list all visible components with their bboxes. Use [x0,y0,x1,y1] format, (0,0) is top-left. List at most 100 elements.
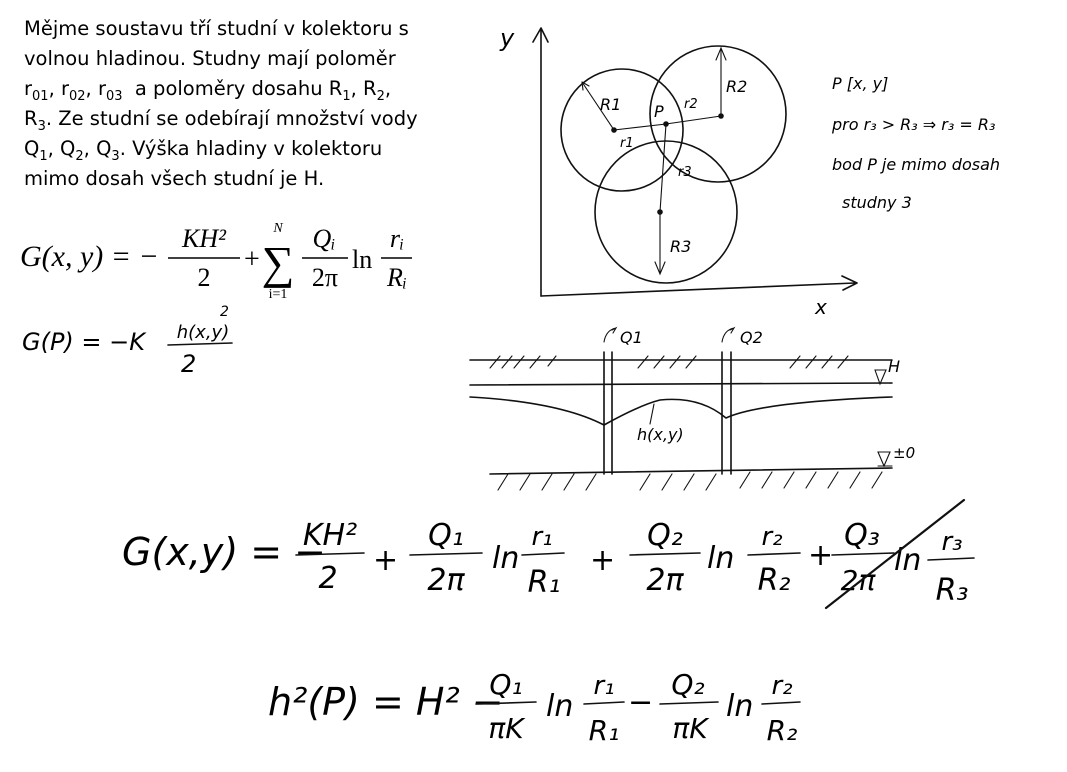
formula-gp-denominator: 2 [181,350,196,378]
fraction-denominator: R₃ [936,573,969,608]
well-3-radius-circle [594,140,738,284]
fraction-bar [583,701,625,705]
label-r1: r1 [620,136,634,151]
y-axis-label: y [499,24,515,52]
formula-gp-numerator: h(x,y) [177,322,229,343]
fraction-numerator: Q₂ [647,518,683,553]
problem-line: volnou hladinou. Studny mají poloměr [24,47,396,70]
x-axis [540,275,858,297]
fraction-denominator: R₁ [528,565,561,600]
fraction-numerator: Q₂ [671,668,704,701]
h-pointer [649,403,655,425]
problem-line: mimo dosah všech studní je H. [24,167,325,190]
label-R1: R1 [600,95,621,114]
fraction-bar [831,552,895,556]
fraction-denominator: πK [672,712,710,745]
fraction-numerator: rᵢ [390,224,404,253]
well-1-shaft [603,351,613,475]
well-2-outflow-arrow [721,326,736,343]
fraction-numerator: Q₁ [489,668,522,701]
fraction-numerator: KH² [181,224,227,253]
radius-R3-arrow [654,211,666,276]
ln-operator: ln [707,541,734,576]
x-axis-label: x [814,295,827,319]
fraction-numerator: Q₁ [428,518,464,553]
fraction-bar [761,701,801,705]
fraction-denominator: R₁ [589,714,620,747]
fraction-numerator: r₃ [941,527,962,557]
problem-line: r01, r02, r03 a poloměry dosahu R1, R2, [24,77,392,104]
aquifer-base-line [489,467,893,475]
ground-hatch [489,355,849,369]
label-r3: r3 [678,165,692,180]
strike-through-line [824,498,966,610]
fraction-denominator: 2 [198,263,211,292]
label-h: h(x,y) [637,425,684,444]
fraction-denominator: 2π [312,263,338,292]
fraction-bar [659,701,719,705]
level-marker-zero [877,451,893,468]
fraction-denominator: 2π [646,563,684,598]
sum-symbol: ∑ [262,237,295,288]
plus-sign: + [373,543,398,578]
ln-operator: ln [352,245,372,274]
label-R3: R3 [670,237,691,256]
well-1-radius-circle [560,68,684,192]
notes: P [x, y] pro r₃ > R₃ ⇒ r₃ = R₃ bod P je … [831,74,1000,212]
label-Q2: Q2 [740,328,763,347]
formula-gp-lhs: G(P) = −K [22,328,147,356]
fraction-numerator: Qᵢ [313,224,336,253]
label-H: H [888,357,900,376]
water-table-line [469,382,893,386]
well-1-outflow-arrow [603,326,618,343]
label-Q1: Q1 [620,328,643,347]
fraction-bar [747,552,801,556]
fraction-numerator: KH² [303,518,357,553]
cross-section: Q1 Q2 H ±0 h(x,y) [469,326,915,491]
ln-operator: ln [492,541,519,576]
depression-curve [469,396,893,426]
note-line: P [x, y] [832,74,888,93]
fraction-bar [167,342,233,346]
plus-sign: + [808,538,833,573]
base-hatch [497,471,883,491]
y-axis [532,27,549,297]
sum-lower: i=1 [269,287,288,302]
fraction-bar [295,552,365,556]
well-2-radius-circle [649,45,787,183]
fraction-denominator: 2 [318,561,337,596]
formula-h: h²(P) = H² − Q₁ πK ln r₁ R₁ − Q₂ πK ln r… [268,668,801,747]
fraction-numerator: r₁ [531,522,552,552]
fraction-bar [629,552,701,556]
label-R2: R2 [726,77,747,96]
fraction-numerator: Q₃ [844,518,880,553]
formula-gp-exponent: 2 [220,304,229,320]
fraction-bar [475,701,537,705]
fraction-numerator: r₂ [761,522,782,552]
distance-r1 [613,123,667,131]
fraction-bar [927,557,975,561]
problem-statement: Mějme soustavu tří studní v kolektoru s … [24,14,494,194]
problem-line: Mějme soustavu tří studní v kolektoru s [24,17,409,40]
formula-gp: G(P) = −K 2 h(x,y) 2 [22,304,233,378]
sum-upper: N [272,221,283,236]
note-line: studny 3 [842,193,912,212]
formula-lhs: G(x, y) = − [20,240,159,273]
fraction-denominator: R₂ [758,563,791,598]
fraction-denominator: R₂ [767,714,798,747]
fraction-denominator: Rᵢ [386,263,407,292]
plus-sign: + [244,244,260,275]
radius-R1-arrow [581,81,615,131]
radius-R2-arrow [715,46,727,117]
formula-expanded: G(x,y) = − KH² 2 + Q₁ 2π ln r₁ R₁ + Q₂ 2… [122,498,975,610]
label-P: P [654,102,664,121]
formula-general: G(x, y) = − KH² 2 + N ∑ i=1 Qᵢ 2π ln rᵢ … [20,221,412,302]
formula-expanded-lhs: G(x,y) = − [122,530,326,574]
minus-sign: − [628,685,653,720]
formula-h-lhs: h²(P) = H² − [268,680,504,724]
note-line: bod P je mimo dosah [832,155,1000,174]
fraction-denominator: πK [488,712,526,745]
well-2-shaft [721,351,732,475]
ln-operator: ln [894,543,921,578]
